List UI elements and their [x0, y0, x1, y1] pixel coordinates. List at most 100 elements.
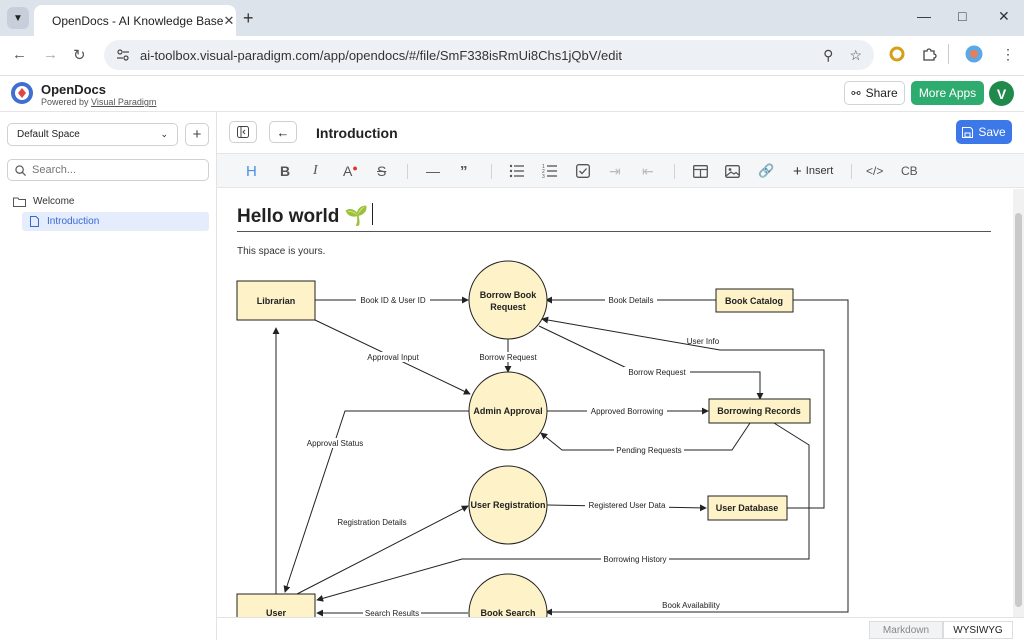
sidebar: Default Space ⌄ + Welcome Introduction — [0, 112, 217, 640]
bold-button[interactable]: B — [280, 162, 290, 180]
new-tab-button[interactable]: + — [243, 8, 254, 29]
text-color-icon: A● — [343, 163, 358, 179]
strikethrough-button[interactable]: S — [377, 162, 386, 180]
process-borrow-line1: Borrow Book — [480, 290, 537, 300]
extension-icon[interactable] — [889, 46, 905, 65]
text-color-button[interactable]: A● — [343, 162, 358, 180]
indent-icon: ⇥ — [609, 163, 621, 180]
svg-text:3: 3 — [542, 174, 545, 178]
sidebar-item-welcome[interactable]: Welcome — [13, 196, 75, 207]
data-flow-diagram[interactable]: Book ID & User ID Book Details User Info… — [217, 189, 1013, 617]
space-select[interactable]: Default Space ⌄ — [7, 123, 178, 146]
plus-icon: + — [793, 163, 802, 180]
url-text: ai-toolbox.visual-paradigm.com/app/opend… — [140, 48, 807, 63]
wysiwyg-mode-tab[interactable]: WYSIWYG — [943, 621, 1013, 639]
profile-icon[interactable] — [965, 45, 983, 66]
outdent-button[interactable]: ⇤ — [642, 162, 654, 180]
image-icon — [725, 165, 740, 178]
image-button[interactable] — [725, 162, 740, 180]
visual-paradigm-link[interactable]: Visual Paradigm — [91, 97, 156, 107]
search-input[interactable] — [32, 164, 192, 176]
quote-icon: ” — [460, 163, 468, 180]
flow-label-book-details: Book Details — [609, 296, 654, 305]
table-button[interactable] — [693, 162, 708, 180]
reload-icon[interactable]: ↻ — [73, 46, 86, 64]
address-bar[interactable]: ai-toolbox.visual-paradigm.com/app/opend… — [104, 40, 874, 70]
entity-user-database-label: User Database — [716, 503, 779, 513]
tab-search-button[interactable]: ▼ — [7, 7, 29, 29]
powered-by: Powered by Visual Paradigm — [41, 97, 156, 107]
back-button[interactable]: ← — [269, 121, 297, 143]
entity-user-label: User — [266, 608, 287, 617]
tab-title: OpenDocs - AI Knowledge Base — [52, 14, 223, 28]
opendocs-logo-icon — [10, 81, 34, 105]
sidebar-search — [7, 159, 209, 181]
heading-button[interactable]: H — [246, 162, 257, 180]
process-book-search-label: Book Search — [480, 608, 535, 617]
scroll-thumb[interactable] — [1015, 213, 1022, 607]
collapse-sidebar-button[interactable] — [229, 121, 257, 143]
sidebar-item-introduction[interactable]: Introduction — [22, 212, 209, 231]
editor-area: ← Introduction Save H B I A● S — ” — [217, 112, 1024, 640]
minimize-icon[interactable]: — — [917, 8, 931, 24]
save-button[interactable]: Save — [956, 120, 1012, 144]
flow-label-user-info: User Info — [687, 337, 720, 346]
kebab-menu-icon[interactable]: ⋮ — [1001, 46, 1015, 63]
site-info-icon[interactable] — [116, 48, 130, 62]
task-list-button[interactable] — [576, 162, 590, 180]
insert-button[interactable]: + Insert — [793, 162, 833, 180]
puzzle-icon[interactable] — [921, 46, 937, 65]
flow-label-book-availability: Book Availability — [662, 601, 720, 610]
blockquote-button[interactable]: ” — [460, 162, 468, 180]
document-icon — [30, 216, 39, 227]
bullet-list-button[interactable] — [509, 162, 525, 180]
flow-label-approval-input: Approval Input — [367, 353, 419, 362]
flow-label-book-id: Book ID & User ID — [360, 296, 426, 305]
maximize-icon[interactable]: □ — [958, 8, 966, 24]
share-button[interactable]: ⚯ Share — [844, 81, 905, 105]
content-scrollbar[interactable] — [1013, 189, 1024, 617]
chevron-down-icon: ⌄ — [160, 129, 168, 140]
markdown-mode-tab[interactable]: Markdown — [869, 621, 943, 639]
add-space-button[interactable]: + — [185, 123, 209, 146]
zoom-icon[interactable]: ⚲ — [823, 47, 833, 64]
code-block-button[interactable]: CB — [901, 162, 918, 180]
folder-icon — [13, 197, 26, 207]
user-avatar[interactable]: V — [989, 81, 1014, 106]
checkbox-icon — [576, 164, 590, 178]
bookmark-star-icon[interactable]: ☆ — [849, 47, 862, 64]
table-icon — [693, 165, 708, 178]
flow-label-borrow-request-right: Borrow Request — [628, 368, 686, 377]
link-icon: 🔗 — [758, 163, 774, 179]
formatting-toolbar: H B I A● S — ” 1 2 3 — [217, 153, 1024, 188]
more-apps-button[interactable]: More Apps — [911, 81, 984, 105]
document-content[interactable]: Hello world 🌱 This space is yours. — [217, 189, 1013, 617]
inline-code-button[interactable]: </> — [866, 162, 883, 180]
bullet-list-icon — [509, 164, 525, 178]
browser-toolbar: ← → ↻ ai-toolbox.visual-paradigm.com/app… — [0, 36, 1024, 76]
link-button[interactable]: 🔗 — [758, 162, 774, 180]
flow-label-pending-requests: Pending Requests — [616, 446, 681, 455]
editor-mode-bar: Markdown WYSIWYG — [217, 617, 1024, 640]
process-user-registration-label: User Registration — [470, 500, 545, 510]
forward-arrow-icon[interactable]: → — [43, 46, 58, 63]
numbered-list-icon: 1 2 3 — [542, 164, 558, 178]
toolbar-divider — [948, 44, 949, 64]
floppy-icon — [962, 127, 973, 138]
app-brand: OpenDocs — [41, 82, 106, 97]
process-borrow-book-request[interactable] — [469, 261, 547, 339]
numbered-list-button[interactable]: 1 2 3 — [542, 162, 558, 180]
back-arrow-icon: ← — [277, 125, 290, 140]
flow-label-borrowing-history: Borrowing History — [603, 555, 666, 564]
horizontal-rule-icon: — — [426, 163, 440, 179]
entity-book-catalog-label: Book Catalog — [725, 296, 783, 306]
italic-button[interactable]: I — [313, 162, 318, 180]
window-close-icon[interactable]: ✕ — [998, 8, 1010, 25]
browser-tab[interactable]: OpenDocs - AI Knowledge Base ✕ — [34, 5, 236, 36]
indent-button[interactable]: ⇥ — [609, 162, 621, 180]
horizontal-rule-button[interactable]: — — [426, 162, 440, 180]
chevron-down-icon: ▼ — [13, 13, 23, 24]
back-arrow-icon[interactable]: ← — [12, 46, 27, 63]
close-icon[interactable]: ✕ — [223, 13, 234, 29]
process-admin-approval-label: Admin Approval — [473, 406, 542, 416]
